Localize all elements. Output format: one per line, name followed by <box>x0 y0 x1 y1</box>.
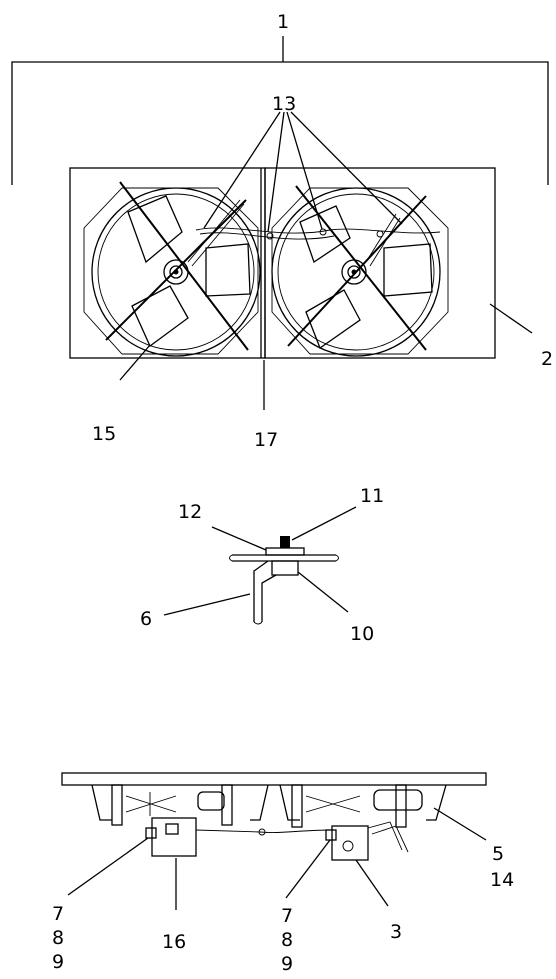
left-fan <box>83 181 261 357</box>
fan-assembly-top-view <box>11 36 549 410</box>
callout-13: 13 <box>272 93 296 115</box>
callout-8-left: 8 <box>52 927 64 949</box>
callout-12: 12 <box>178 501 202 523</box>
callout-11: 11 <box>360 485 384 507</box>
callout-1: 1 <box>277 11 289 33</box>
right-fan <box>271 185 449 357</box>
callout-10: 10 <box>350 623 374 645</box>
callout-14: 14 <box>490 869 514 891</box>
callout-8-right: 8 <box>281 929 293 951</box>
callout-6: 6 <box>140 608 152 630</box>
callout-17: 17 <box>254 429 278 451</box>
callout-9-left: 9 <box>52 951 64 973</box>
callout-15: 15 <box>92 423 116 445</box>
fan-assembly-side-view <box>61 772 487 910</box>
callout-3: 3 <box>390 921 402 943</box>
callout-7-right: 7 <box>281 905 293 927</box>
callout-16: 16 <box>162 931 186 953</box>
callout-7-left: 7 <box>52 903 64 925</box>
callout-5: 5 <box>492 843 504 865</box>
mount-detail <box>163 506 357 625</box>
callout-9-right: 9 <box>281 953 293 975</box>
callout-2: 2 <box>541 348 553 370</box>
